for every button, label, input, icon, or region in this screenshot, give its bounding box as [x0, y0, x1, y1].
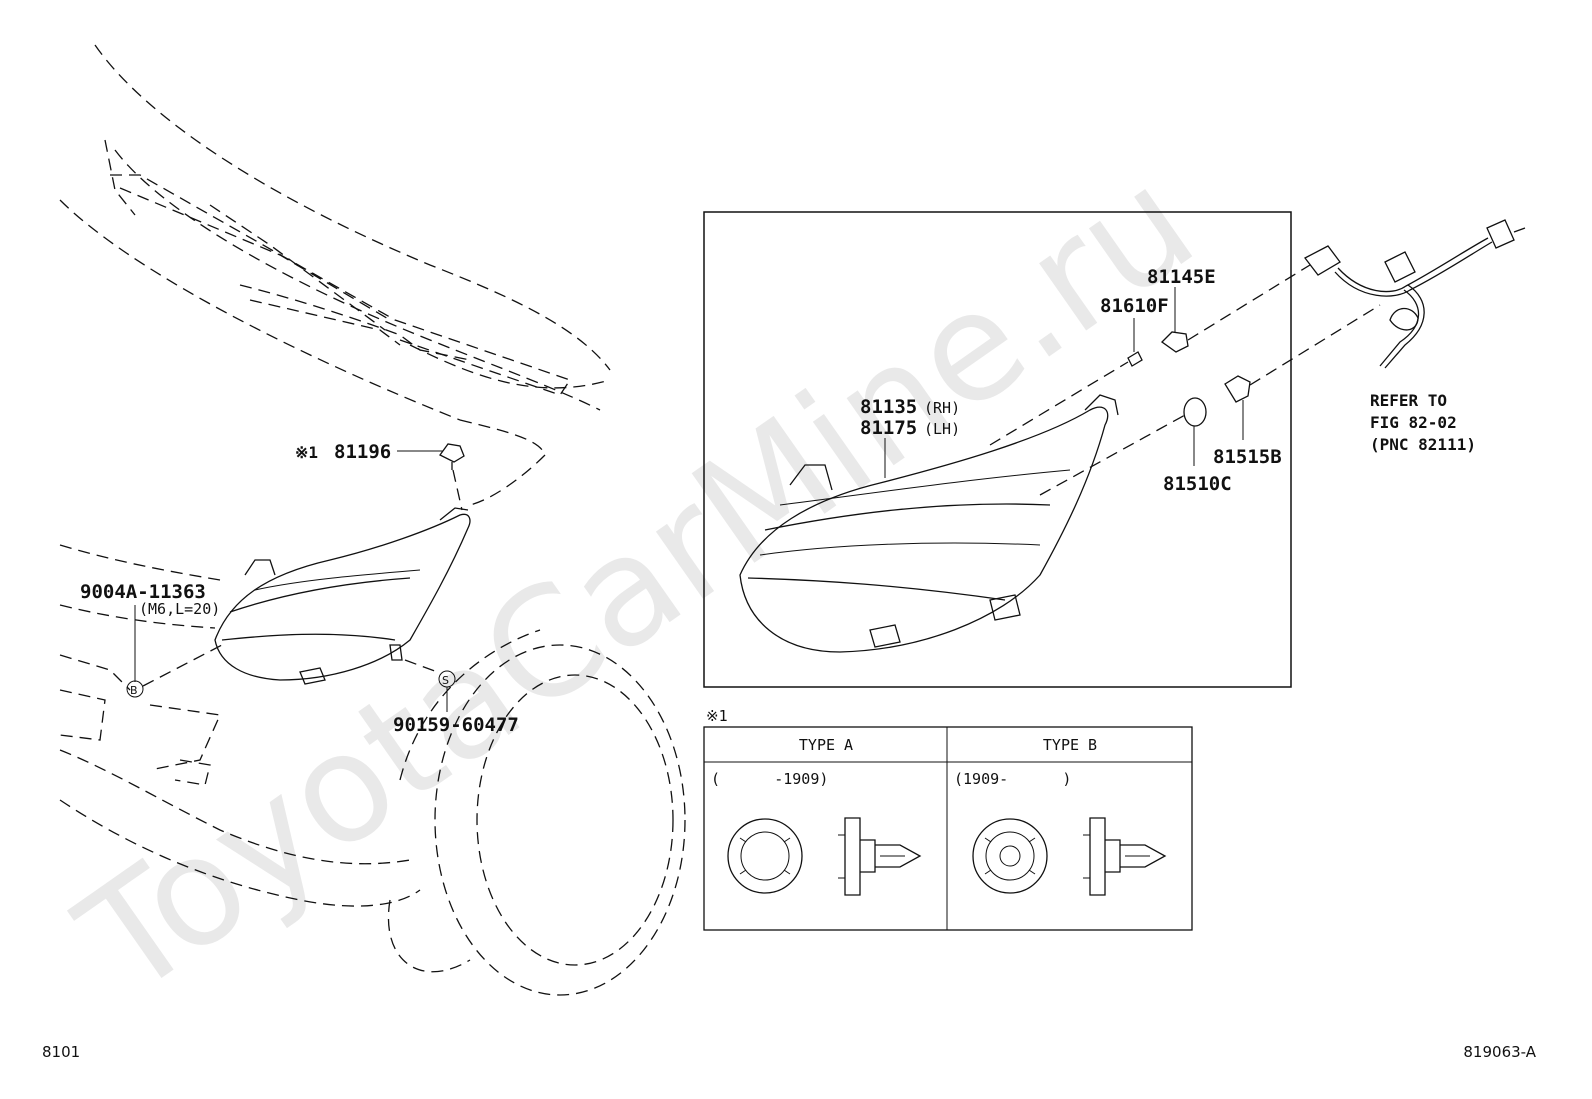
- watermark: ToyotaCarMine.ru: [50, 135, 1224, 1030]
- type-b-header: TYPE B: [1043, 736, 1097, 754]
- screw-ref-letter: S: [442, 674, 449, 687]
- clip-part-number: 81196: [334, 441, 391, 463]
- housing-rh-number: 81135: [860, 396, 917, 418]
- type-b-clip-drawing: [972, 817, 1167, 896]
- wheel-outline: [434, 644, 686, 996]
- footer-page-code: 8101: [42, 1043, 80, 1061]
- housing-lh-side: (LH): [924, 420, 960, 438]
- large-bulb-socket: [1039, 304, 1381, 496]
- bulb-large-number: 81510C: [1163, 473, 1232, 495]
- bolt-ref-letter: B: [130, 684, 138, 697]
- bolt-part-number: 9004A-11363: [80, 581, 206, 603]
- housing-rh-side: (RH): [924, 399, 960, 417]
- type-a-range: ( -1909): [711, 770, 828, 788]
- socket-small-number: 81145E: [1147, 266, 1216, 288]
- footer-figure-code: 819063-A: [1463, 1043, 1536, 1061]
- headlamp-assembly-left: [214, 507, 471, 685]
- detail-frame: [703, 211, 1292, 688]
- bolt-spec: (M6,L=20): [139, 600, 220, 618]
- vehicle-body-outline: [59, 44, 611, 973]
- clip-marker: ※1: [295, 443, 318, 462]
- housing-lh-number: 81175: [860, 417, 917, 439]
- screw-callout: [404, 659, 456, 712]
- screw-part-number: 90159-60477: [393, 714, 519, 736]
- type-b-range: (1909- ): [954, 770, 1071, 788]
- wiring-harness: [1304, 219, 1526, 369]
- bulb-small-number: 81610F: [1100, 295, 1169, 317]
- headlamp-assembly-detail: [739, 394, 1119, 653]
- small-bulb-socket: [989, 264, 1311, 446]
- refer-line-3: (PNC 82111): [1370, 435, 1476, 454]
- socket-large-number: 81515B: [1213, 446, 1282, 468]
- table-marker: ※1: [706, 707, 728, 725]
- clip-type-table: [703, 726, 1193, 931]
- bolt-callout: [126, 605, 223, 698]
- refer-line-1: REFER TO: [1370, 391, 1447, 410]
- clip-part: [397, 443, 465, 511]
- type-a-header: TYPE A: [799, 736, 853, 754]
- refer-line-2: FIG 82-02: [1370, 413, 1457, 432]
- type-a-clip-drawing: [727, 817, 922, 896]
